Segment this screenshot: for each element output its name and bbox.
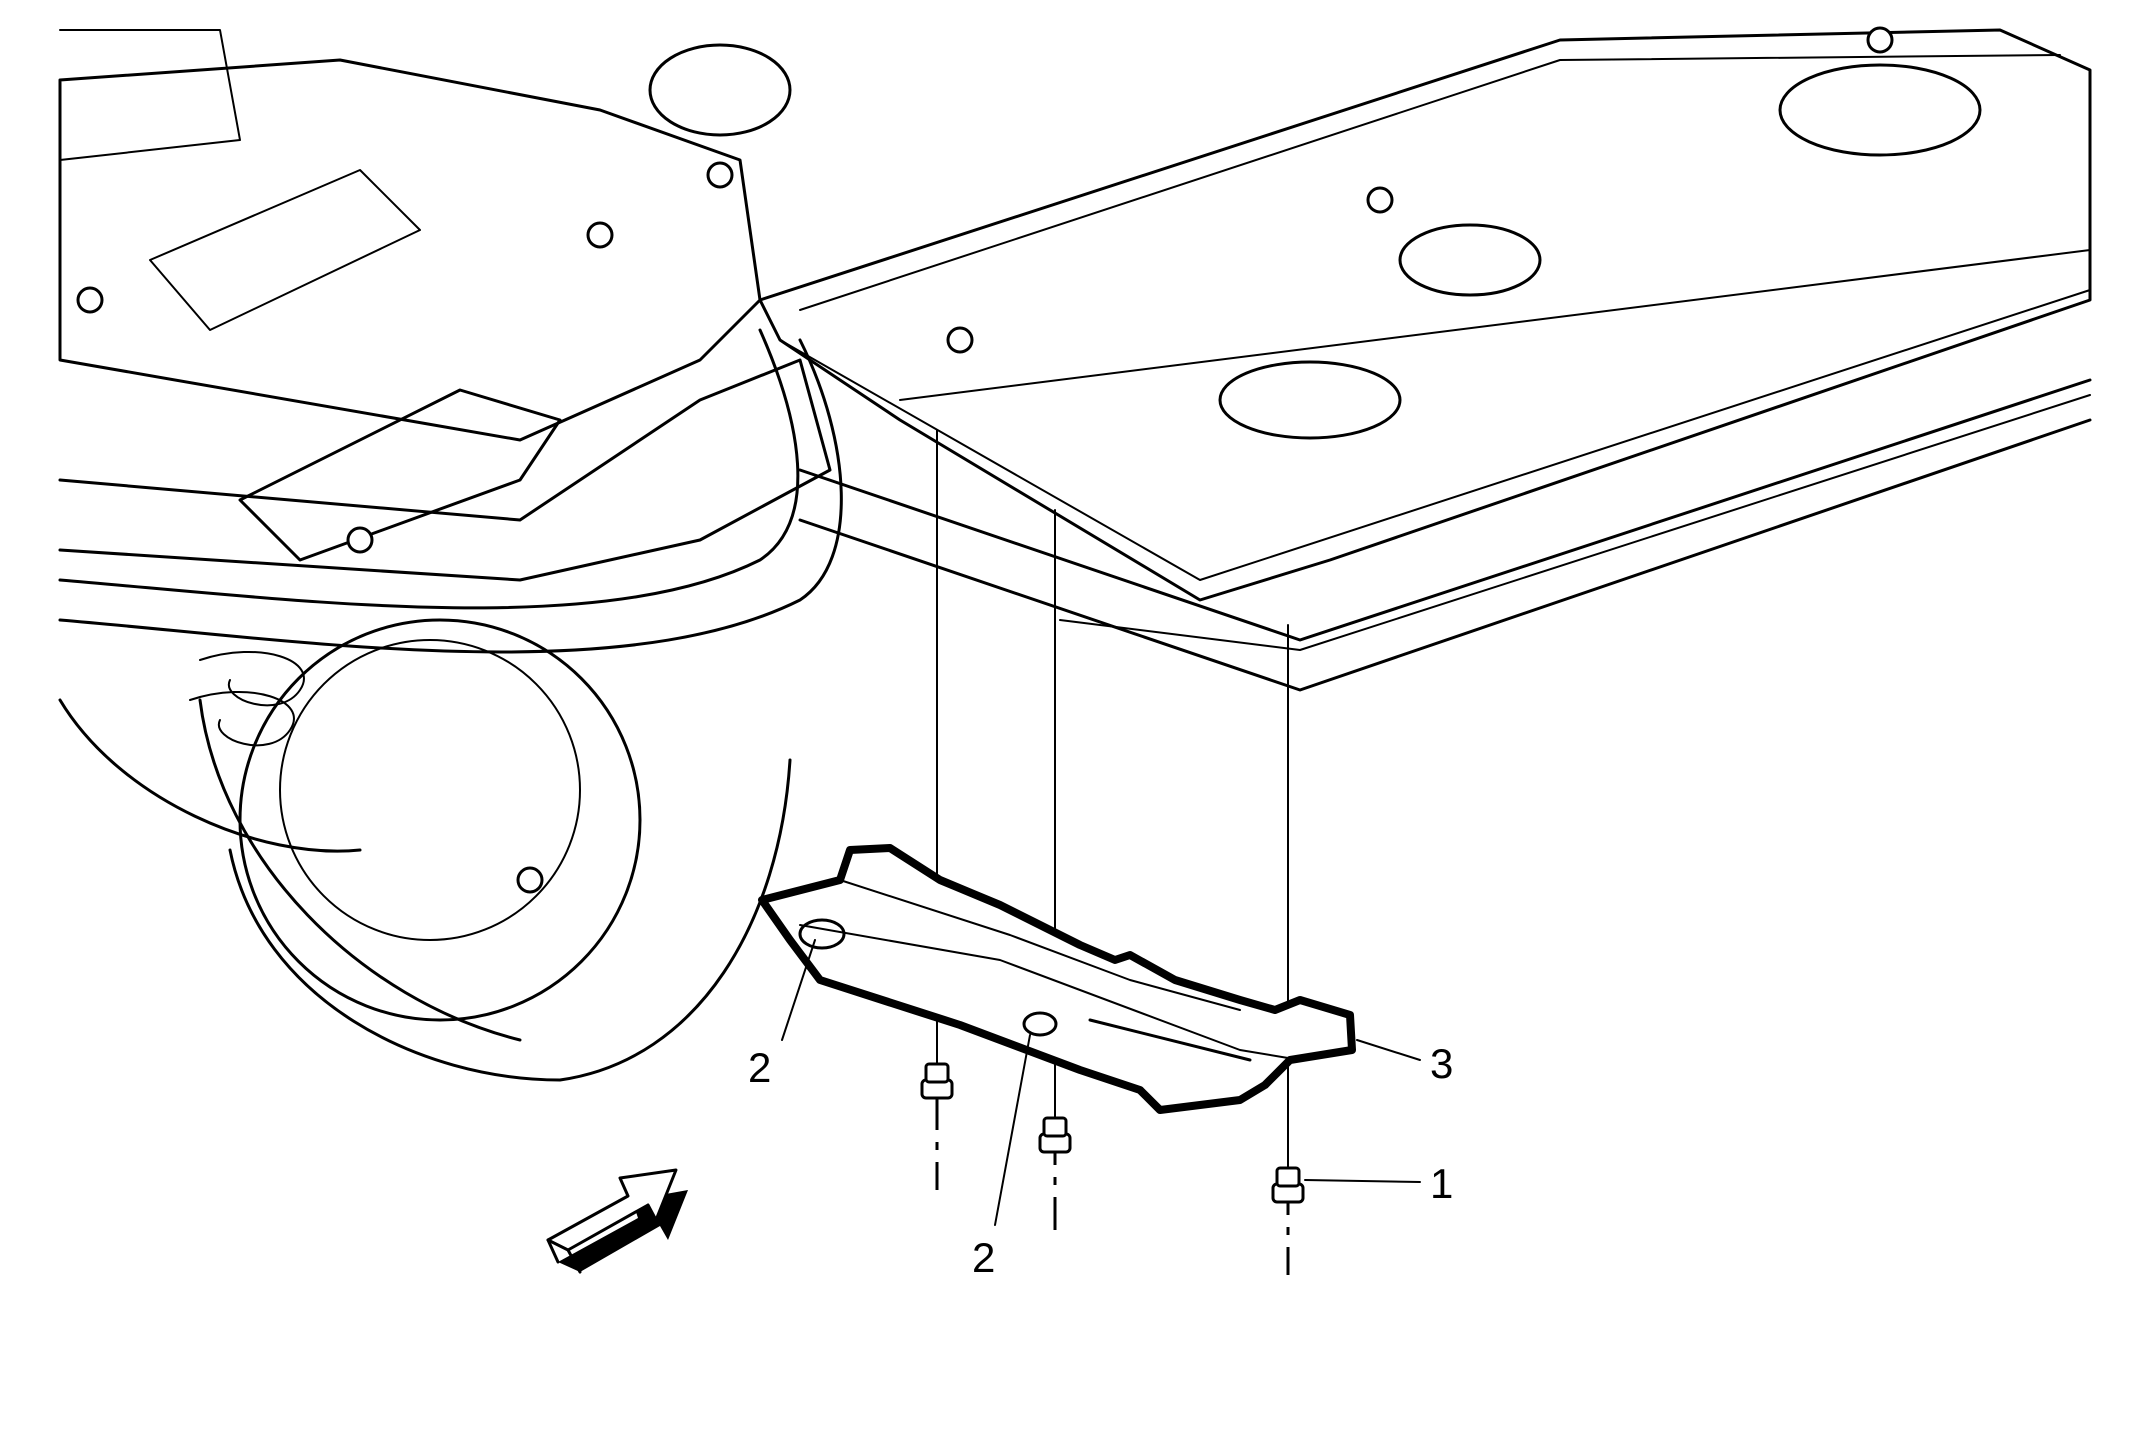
callout-label-3: 3: [1430, 1040, 1453, 1087]
forward-direction-arrow-icon: [546, 1168, 688, 1274]
leader-lines: [781, 939, 1421, 1226]
callout-label-2b: 2: [972, 1234, 995, 1281]
nut-2: [1038, 1116, 1072, 1154]
nut-3: [1271, 1166, 1305, 1204]
vehicle-underbody: [58, 26, 2092, 1082]
nut-fasteners: [920, 1062, 1305, 1204]
nut-1: [920, 1062, 954, 1100]
underbody-shield: [758, 844, 1356, 1114]
callout-label-1: 1: [1430, 1160, 1453, 1207]
alignment-lines: [935, 429, 1290, 1275]
callout-labels: 1 2 2 3: [748, 1040, 1453, 1281]
callout-label-2a: 2: [748, 1044, 771, 1091]
